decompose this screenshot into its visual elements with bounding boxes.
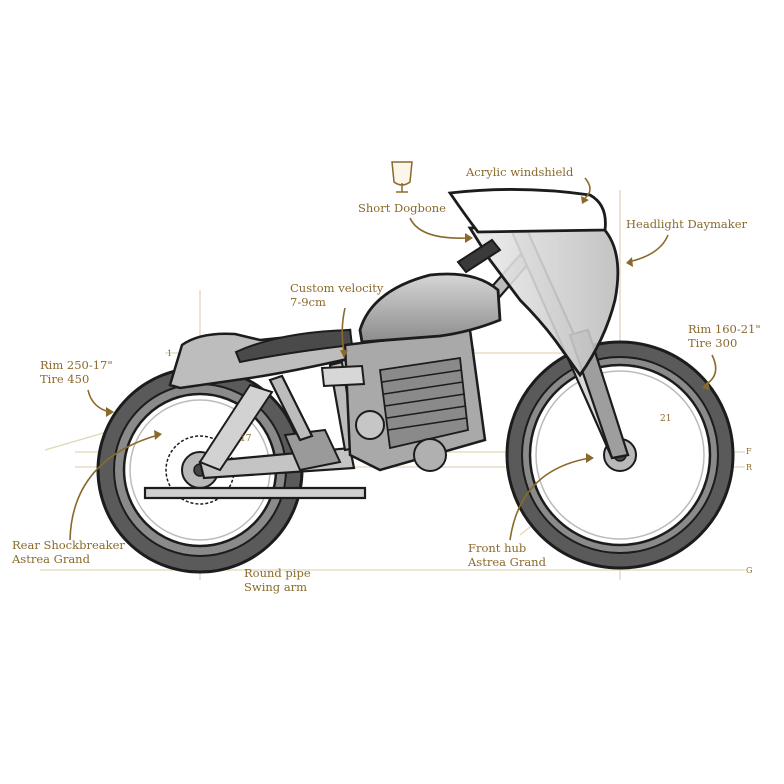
label-text: Headlight Daymaker: [626, 217, 748, 231]
label-text: Tire 300: [688, 336, 738, 350]
guide-letter-r: R: [746, 463, 753, 472]
velocity-stack: [320, 364, 366, 388]
dimension-front: 21: [660, 414, 672, 424]
arrow-velocity: [341, 307, 346, 353]
windshield: [447, 188, 607, 234]
label-acrylic-windshield: Acrylic windshield: [466, 165, 573, 179]
fairing: [467, 223, 620, 378]
arrow-headlight: [627, 234, 669, 263]
label-swing-arm: Round pipe Swing arm: [244, 566, 311, 594]
label-text: 7-9cm: [290, 295, 326, 309]
arrow-dogbone: [409, 217, 469, 239]
label-text: Rear Shockbreaker: [12, 538, 125, 552]
label-rear-shockbreaker: Rear Shockbreaker Astrea Grand: [12, 538, 125, 566]
label-front-rim: Rim 160-21" Tire 300: [688, 322, 761, 350]
label-text: Rim 250-17": [40, 358, 113, 372]
label-text: Swing arm: [244, 580, 308, 594]
label-text: Front hub: [468, 541, 527, 555]
engine: [343, 328, 487, 472]
label-text: Custom velocity: [290, 281, 384, 295]
label-front-hub: Front hub Astrea Grand: [468, 541, 546, 569]
label-text: Round pipe: [244, 566, 311, 580]
arrow-shock: [69, 434, 159, 541]
label-text: Tire 450: [40, 372, 90, 386]
arrow-windshield: [584, 177, 591, 199]
dimension-rear: 17: [240, 434, 252, 444]
guide-number-one: 1: [167, 349, 173, 358]
label-rear-rim: Rim 250-17" Tire 450: [40, 358, 113, 386]
label-custom-velocity: Custom velocity 7-9cm: [290, 281, 383, 309]
label-headlight-daymaker: Headlight Daymaker: [626, 217, 747, 231]
label-text: Rim 160-21": [688, 322, 761, 336]
leader-arrows: [69, 177, 717, 541]
arrow-heads: [106, 196, 710, 463]
handlebar: [456, 238, 502, 274]
label-text: Astrea Grand: [468, 555, 546, 569]
guide-letter-f: F: [746, 447, 752, 456]
label-short-dogbone: Short Dogbone: [358, 201, 446, 215]
label-text: Short Dogbone: [358, 201, 446, 215]
fuel-tank: [358, 272, 502, 344]
guide-letter-g: G: [746, 566, 753, 575]
label-text: Acrylic windshield: [466, 165, 574, 179]
dogbone-icon: [391, 161, 413, 193]
arrow-front-hub: [509, 457, 591, 541]
exhaust-pipe: [143, 486, 367, 500]
rear-shock: [198, 383, 274, 472]
swing-arm-bracket: [283, 428, 342, 472]
label-text: Astrea Grand: [12, 552, 90, 566]
